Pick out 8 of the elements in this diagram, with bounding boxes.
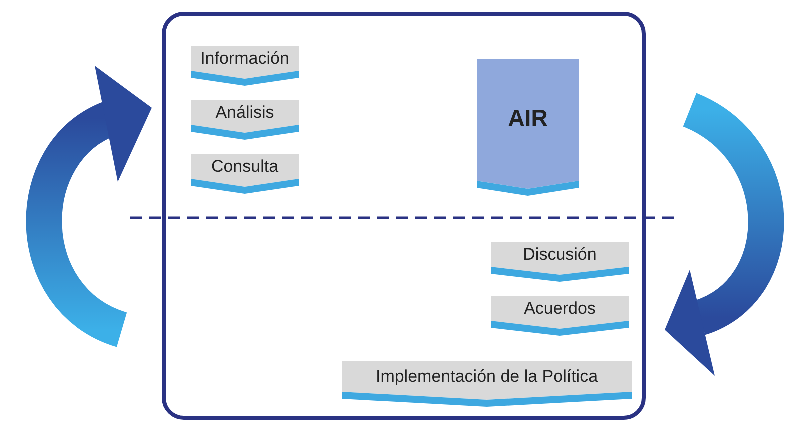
step-label: Análisis — [214, 103, 276, 123]
step-label: Consulta — [210, 157, 280, 177]
step-label: Discusión — [522, 245, 598, 265]
step-label: AIR — [507, 105, 549, 132]
step-label: Implementación de la Política — [374, 367, 600, 387]
step-label: Acuerdos — [523, 299, 597, 319]
rounded-frame — [162, 12, 646, 420]
step-label: Información — [200, 49, 290, 69]
